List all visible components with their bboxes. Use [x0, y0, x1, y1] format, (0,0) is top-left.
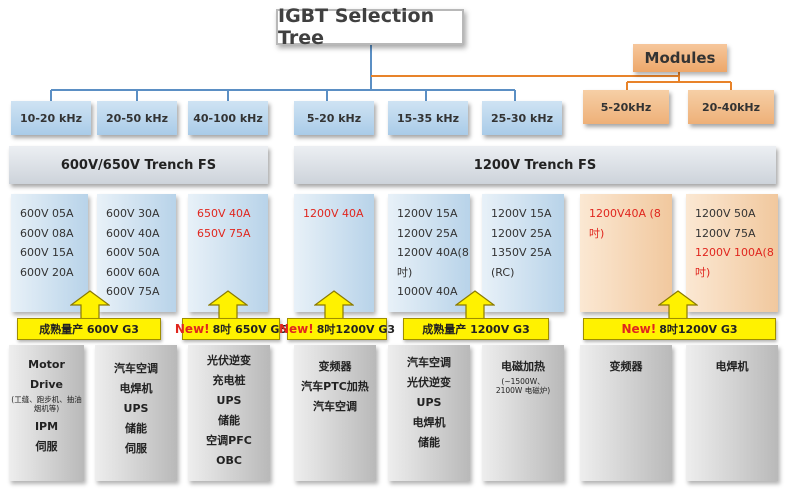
application-box: 变频器汽车PTC加热汽车空调 — [294, 345, 376, 481]
voltage-band-1200v: 1200V Trench FS — [294, 146, 776, 184]
generation-label: 成熟量产 600V G3 — [17, 318, 161, 340]
application-box: 变频器 — [580, 345, 672, 481]
freq-box: 15-35 kHz — [388, 101, 468, 135]
up-arrow-icon — [208, 290, 248, 320]
freq-box: 20-50 kHz — [97, 101, 177, 135]
freq-box: 5-20 kHz — [294, 101, 374, 135]
rating-box-module: 1200V40A (8吋) — [580, 194, 672, 312]
up-arrow-icon — [314, 290, 354, 320]
freq-box-module: 20-40kHz — [688, 90, 774, 124]
generation-label: New!8吋1200V G3 — [279, 318, 395, 340]
generation-label: 成熟量产 1200V G3 — [403, 318, 549, 340]
freq-box-module: 5-20kHz — [583, 90, 669, 124]
page-title: IGBT Selection Tree — [276, 5, 464, 49]
up-arrow-icon — [658, 290, 698, 320]
new-badge: New! — [278, 322, 314, 336]
application-box: Motor Drive (工缝、跑步机、抽油烟机等) IPM 伺服 — [9, 345, 84, 481]
application-box: 电磁加热 (~1500W、2100W 电磁炉) — [482, 345, 564, 481]
new-badge: New! — [174, 322, 210, 336]
up-arrow-icon — [70, 290, 110, 320]
up-arrow-icon — [455, 290, 495, 320]
new-badge: New! — [621, 322, 657, 336]
freq-box: 40-100 kHz — [188, 101, 268, 135]
freq-box: 25-30 kHz — [482, 101, 562, 135]
voltage-band-600v: 600V/650V Trench FS — [9, 146, 268, 184]
application-box: 电焊机 — [686, 345, 778, 481]
generation-label: New!8吋1200V G3 — [583, 318, 776, 340]
generation-label: New!8吋 650V G5 — [175, 318, 287, 340]
modules-label: Modules — [633, 44, 727, 72]
freq-box: 10-20 kHz — [11, 101, 91, 135]
